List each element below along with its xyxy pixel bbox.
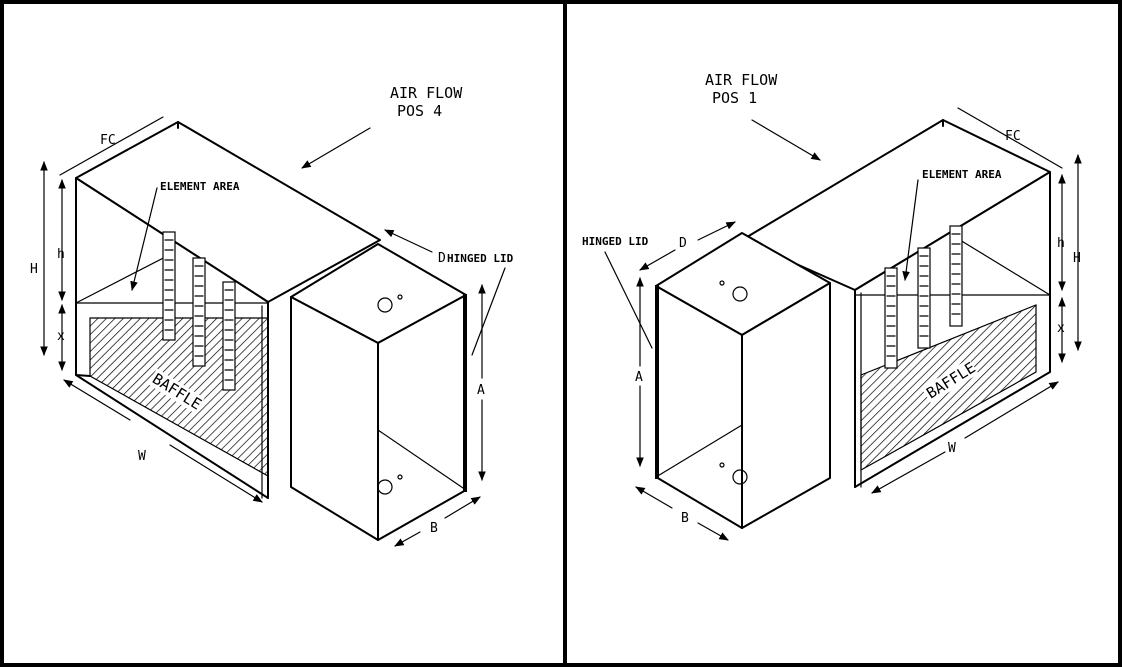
right-dim-h-upper: H bbox=[1073, 251, 1081, 266]
right-airflow-arrow bbox=[751, 119, 821, 161]
left-dim-d: D bbox=[438, 251, 446, 266]
left-dim-b: B bbox=[430, 521, 438, 536]
left-dim-fc: FC bbox=[100, 133, 116, 148]
right-dim-a: A bbox=[635, 370, 643, 385]
left-element-area-arrow bbox=[130, 187, 158, 291]
right-airflow-line1: AIR FLOW bbox=[705, 71, 778, 89]
left-dimensions: FC H h x W D A B bbox=[30, 116, 486, 547]
right-dim-b: B bbox=[681, 511, 689, 526]
right-hinged-lid-label: HINGED LID bbox=[582, 235, 649, 248]
right-knockout-bottom bbox=[732, 469, 748, 485]
left-panel: AIR FLOW POS 4 BAFFLE bbox=[30, 84, 514, 547]
left-dim-h-upper: H bbox=[30, 262, 38, 277]
right-box-front bbox=[741, 282, 831, 529]
right-element-area-label: ELEMENT AREA bbox=[922, 168, 1002, 181]
left-dim-h-lower: h bbox=[57, 247, 65, 262]
right-heater-elements bbox=[884, 225, 963, 369]
right-dimensions: FC H h x W D A B bbox=[635, 107, 1082, 541]
left-dim-x: x bbox=[57, 329, 65, 344]
right-element-area-arrow bbox=[902, 179, 919, 281]
left-airflow-line1: AIR FLOW bbox=[390, 84, 463, 102]
left-airflow-arrow bbox=[301, 127, 371, 169]
left-dim-a: A bbox=[477, 383, 485, 398]
left-dim-w: W bbox=[138, 449, 146, 464]
right-dim-fc: FC bbox=[1005, 129, 1021, 144]
left-knockout-top bbox=[377, 297, 393, 313]
left-knockout-bottom bbox=[377, 479, 393, 495]
left-airflow-line2: POS 4 bbox=[397, 102, 442, 120]
left-hinged-lid-label: HINGED LID bbox=[447, 252, 514, 265]
left-heater-elements bbox=[162, 231, 236, 391]
right-knockout-top bbox=[732, 286, 748, 302]
left-element-area-label: ELEMENT AREA bbox=[160, 180, 240, 193]
right-dim-x: x bbox=[1057, 321, 1065, 336]
right-dim-w: W bbox=[948, 441, 956, 456]
right-dim-d: D bbox=[679, 236, 687, 251]
right-dim-h-lower: h bbox=[1057, 236, 1065, 251]
right-airflow-line2: POS 1 bbox=[712, 89, 757, 107]
right-panel: AIR FLOW POS 1 BAFFLE ELEMENT ARE bbox=[582, 71, 1082, 541]
